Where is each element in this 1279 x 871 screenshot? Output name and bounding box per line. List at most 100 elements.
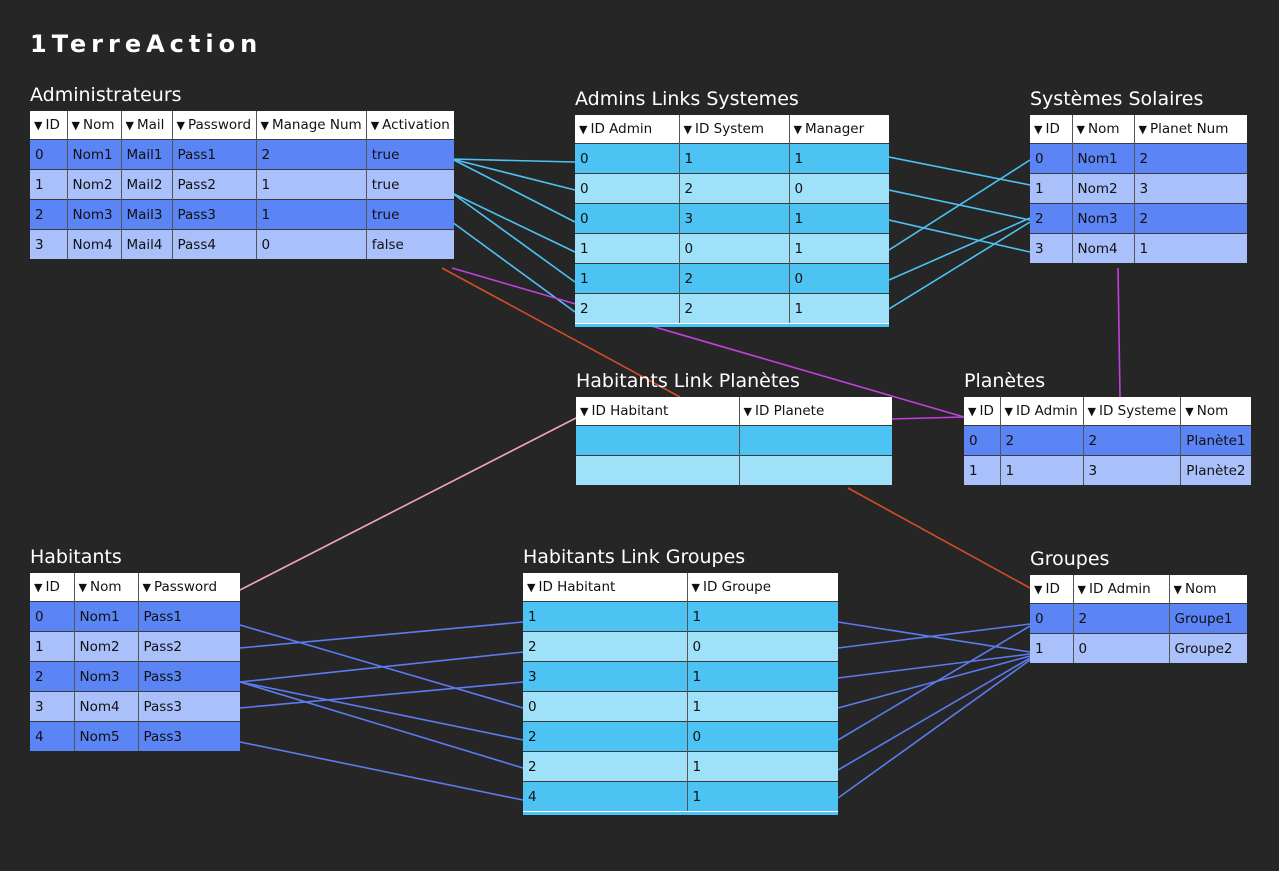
sort-arrow-icon[interactable]: ▼ <box>793 123 802 136</box>
sort-arrow-icon[interactable]: ▼ <box>34 119 43 132</box>
sort-arrow-icon[interactable]: ▼ <box>691 581 700 594</box>
table-row[interactable] <box>576 425 892 456</box>
table-cell: true <box>366 199 455 230</box>
column-header[interactable]: ▼ID <box>30 573 75 602</box>
table-title: Habitants Link Planètes <box>576 370 800 392</box>
column-header[interactable]: ▼ID Planete <box>739 397 892 426</box>
sort-arrow-icon[interactable]: ▼ <box>743 405 752 418</box>
sort-arrow-icon[interactable]: ▼ <box>1087 405 1096 418</box>
column-header[interactable]: ▼ID System <box>679 115 790 144</box>
table-cell: 1 <box>256 199 367 230</box>
table-title: Habitants Link Groupes <box>523 546 746 568</box>
column-header[interactable]: ▼Nom <box>1072 115 1135 144</box>
sort-arrow-icon[interactable]: ▼ <box>579 123 588 136</box>
sort-arrow-icon[interactable]: ▼ <box>683 123 692 136</box>
table-cell: Nom4 <box>74 691 139 722</box>
sort-arrow-icon[interactable]: ▼ <box>370 119 380 132</box>
column-header[interactable]: ▼Activation <box>366 111 455 140</box>
column-header[interactable]: ▼Nom <box>67 111 122 140</box>
column-header[interactable]: ▼ID Systeme <box>1083 397 1182 426</box>
column-header[interactable]: ▼ID Admin <box>1000 397 1084 426</box>
sort-arrow-icon[interactable]: ▼ <box>176 119 185 132</box>
column-header[interactable]: ▼ID <box>1030 115 1073 144</box>
column-header[interactable]: ▼ID Admin <box>1073 575 1170 604</box>
sort-arrow-icon[interactable]: ▼ <box>78 581 87 594</box>
column-header[interactable]: ▼Mail <box>121 111 173 140</box>
sort-arrow-icon[interactable]: ▼ <box>580 405 589 418</box>
sort-arrow-icon[interactable]: ▼ <box>1034 123 1043 136</box>
column-header[interactable]: ▼ID Habitant <box>523 573 688 602</box>
sort-arrow-icon[interactable]: ▼ <box>1076 123 1085 136</box>
sort-arrow-icon[interactable]: ▼ <box>1077 583 1086 596</box>
sort-arrow-icon[interactable]: ▼ <box>142 581 151 594</box>
table-habitants-link-planetes: Habitants Link Planètes ▼ID Habitant▼ID P… <box>576 370 892 485</box>
table-cell: 1 <box>1030 173 1073 204</box>
table-cell: 0 <box>679 233 790 264</box>
sort-arrow-icon[interactable]: ▼ <box>71 119 80 132</box>
column-header[interactable]: ▼ID <box>964 397 1001 426</box>
sort-arrow-icon[interactable]: ▼ <box>527 581 536 594</box>
table-cell: 0 <box>789 173 889 204</box>
sort-arrow-icon[interactable]: ▼ <box>1004 405 1013 418</box>
sort-arrow-icon[interactable]: ▼ <box>34 581 43 594</box>
column-header[interactable]: ▼Nom <box>1180 397 1251 426</box>
column-header[interactable]: ▼Planet Num <box>1134 115 1247 144</box>
sort-arrow-icon[interactable]: ▼ <box>1138 123 1147 136</box>
column-header[interactable]: ▼ID Admin <box>575 115 680 144</box>
relation-line <box>837 623 1031 649</box>
sort-arrow-icon[interactable]: ▼ <box>968 405 977 418</box>
sort-arrow-icon[interactable]: ▼ <box>125 119 134 132</box>
column-header[interactable]: ▼Manager <box>789 115 889 144</box>
table-cell: 0 <box>789 263 889 294</box>
column-header[interactable]: ▼Password <box>138 573 240 602</box>
sort-arrow-icon[interactable]: ▼ <box>1173 583 1182 596</box>
column-header[interactable]: ▼Nom <box>74 573 139 602</box>
column-header[interactable]: ▼ID <box>1030 575 1074 604</box>
column-label: ID <box>45 579 60 595</box>
column-header[interactable]: ▼Manage Num <box>256 111 367 140</box>
relation-line <box>888 159 1031 251</box>
column-header[interactable]: ▼Nom <box>1169 575 1247 604</box>
column-header[interactable]: ▼ID Habitant <box>576 397 740 426</box>
sort-arrow-icon[interactable]: ▼ <box>1185 405 1194 418</box>
column-header[interactable]: ▼ID Groupe <box>687 573 838 602</box>
header-row: ▼ID Admin▼ID System▼Manager <box>575 115 889 144</box>
table-cell: Pass2 <box>172 169 257 200</box>
sort-arrow-icon[interactable]: ▼ <box>1034 583 1043 596</box>
column-header[interactable]: ▼Password <box>172 111 257 140</box>
table-row[interactable] <box>576 455 892 485</box>
column-label: ID Systeme <box>1098 403 1177 419</box>
sort-arrow-icon[interactable]: ▼ <box>260 119 269 132</box>
column-header[interactable]: ▼ID <box>30 111 68 140</box>
